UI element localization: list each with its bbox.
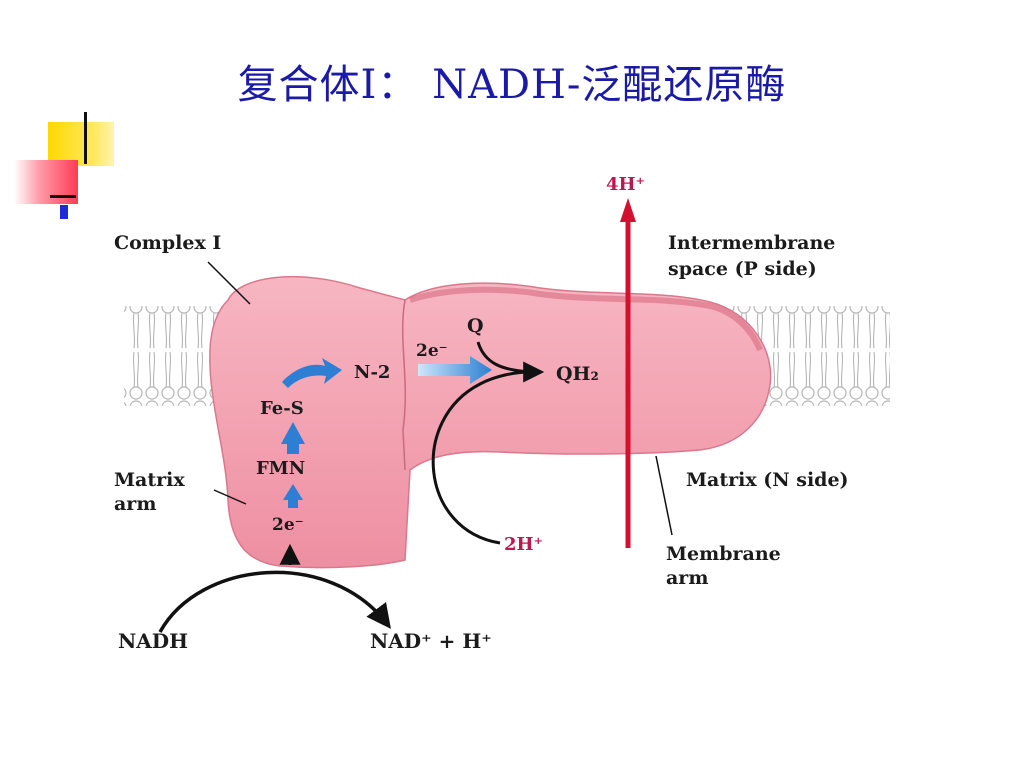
electron-arrow-to-fes [281, 422, 305, 454]
membrane-left [124, 306, 224, 406]
proton-pump-arrowhead [620, 198, 636, 222]
intermembrane-label-line1: Intermembrane [668, 232, 835, 254]
deco-vertical-line [84, 112, 87, 164]
electron-arrow-to-q [418, 356, 492, 384]
membrane-arm-leader-line [655, 455, 673, 536]
matrix-arm-label-line2: arm [114, 493, 156, 515]
electron-arrow-to-fmn [283, 484, 303, 508]
nadh-label: NADH [118, 629, 188, 653]
fes-label: Fe-S [260, 398, 304, 419]
electron-arrow-to-n2 [282, 358, 342, 388]
electron-label-bottom: 2e⁻ [272, 515, 304, 535]
membrane-arm-label-line2: arm [666, 567, 708, 589]
proton-4h-label: 4H⁺ [606, 174, 645, 195]
matrix-side-label: Matrix (N side) [686, 469, 849, 491]
qh2-label: QH₂ [556, 363, 599, 385]
proton-2h-label: 2H⁺ [504, 534, 543, 555]
membrane-arm-label-line1: Membrane [666, 543, 781, 565]
electron-label-top: 2e⁻ [416, 341, 448, 361]
intermembrane-label-line2: space (P side) [668, 258, 817, 280]
deco-blue-bullet [60, 205, 68, 219]
matrix-arm-leader-line [213, 489, 247, 505]
nad-label: NAD⁺ + H⁺ [370, 629, 492, 653]
n2-label: N-2 [354, 362, 390, 383]
complex-leader-line [207, 261, 251, 305]
slide-title: 复合体Ⅰ： NADH-泛醌还原酶 [237, 62, 787, 108]
fmn-label: FMN [256, 458, 305, 479]
matrix-arm-label-line1: Matrix [114, 469, 185, 491]
q-label: Q [467, 315, 484, 337]
deco-yellow-square [48, 122, 114, 166]
protein-top-highlight [409, 286, 763, 352]
nadh-oxidation-arc [158, 570, 391, 633]
protein-divider [401, 299, 407, 471]
deco-horizontal-line [50, 195, 76, 198]
h2-uptake-curve [431, 370, 531, 545]
complex-i-label: Complex I [114, 232, 221, 254]
